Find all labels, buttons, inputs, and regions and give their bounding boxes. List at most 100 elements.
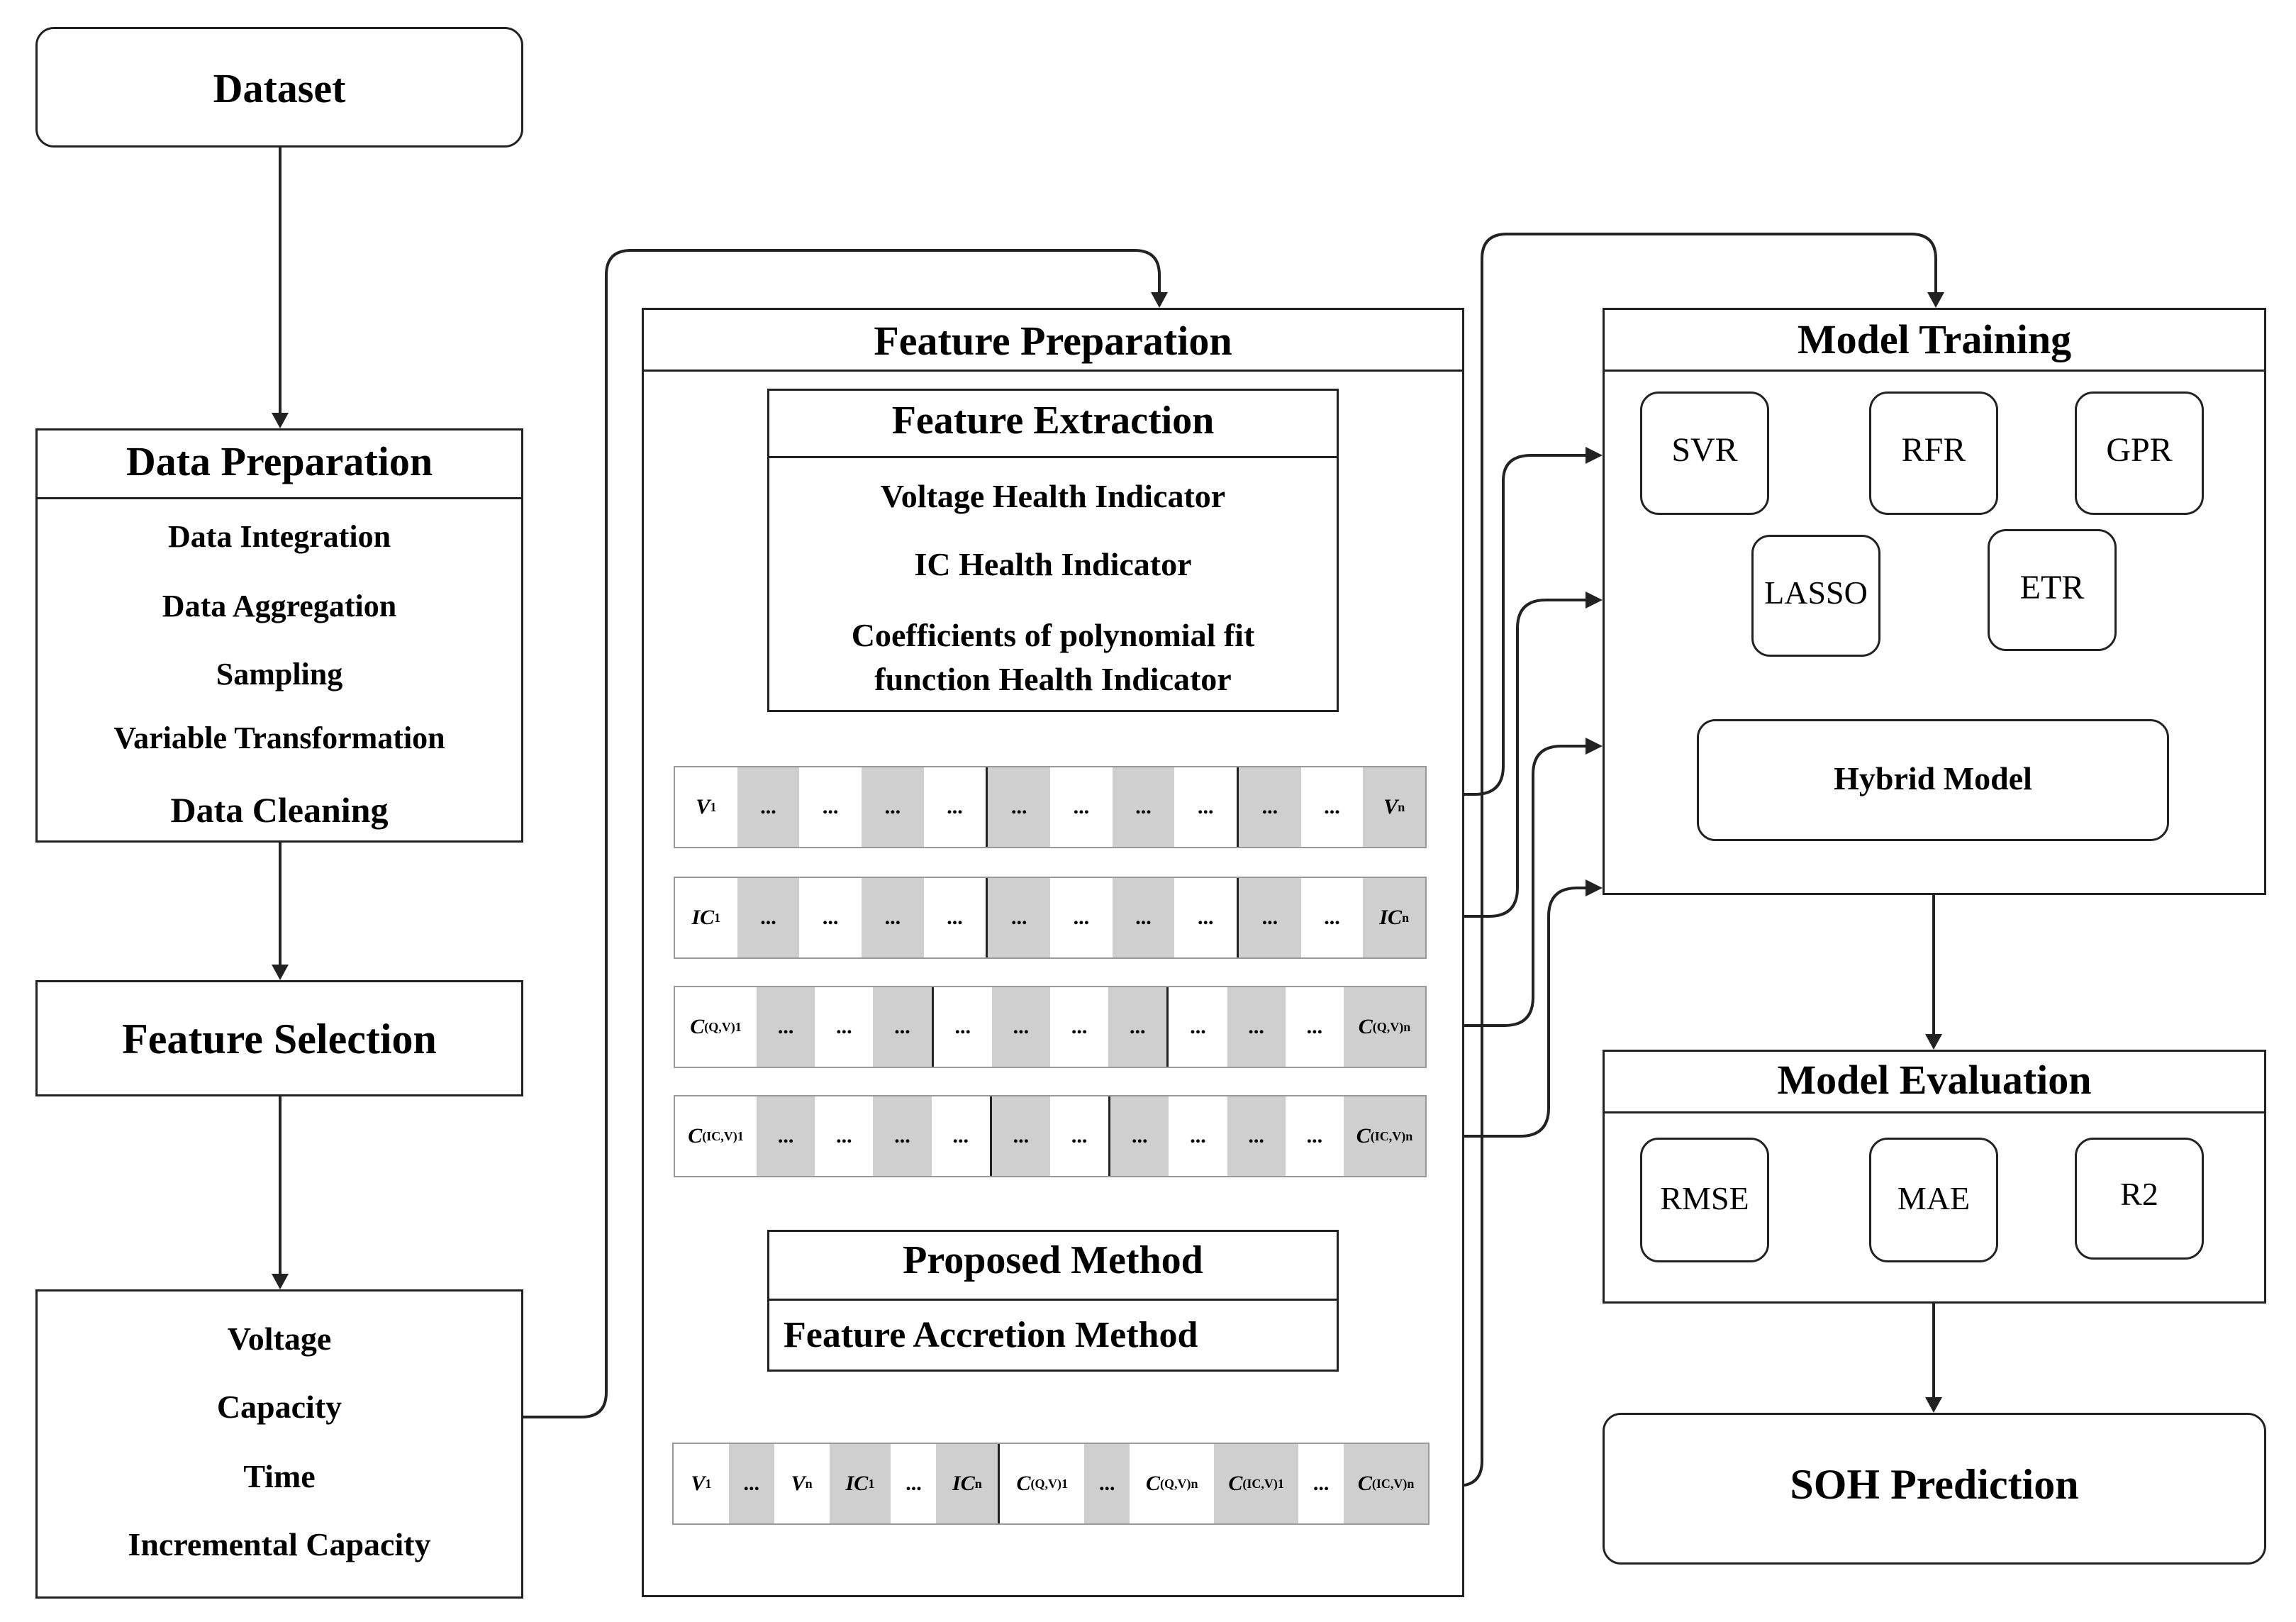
rmse-metric: RMSE (1640, 1138, 1769, 1262)
vector-cell-last: C(IC,V)n (1343, 1096, 1425, 1176)
vector-cell: ... (931, 987, 992, 1067)
divider (769, 456, 1337, 458)
vector-cell-last: C(Q,V)n (1343, 987, 1425, 1067)
arrowhead (272, 965, 289, 980)
vector-cell: ... (1306, 1124, 1323, 1148)
vector-cell: ... (1071, 1015, 1088, 1038)
prep-item: Variable Transformation (113, 721, 445, 755)
feature-selection-label: Feature Selection (122, 1016, 437, 1062)
vector-cell: ... (1324, 906, 1340, 929)
mae-metric: MAE (1869, 1138, 1998, 1262)
prep-item: Data Integration (167, 519, 391, 554)
vector-cell: ... (822, 795, 839, 818)
extraction-item: function Health Indicator (874, 661, 1232, 697)
combined-cell: C(Q,V)1 (998, 1444, 1084, 1523)
vector-cell: ... (1197, 906, 1214, 929)
arrow-features-to-feature-preparation (523, 249, 1161, 1418)
vector-cell: ... (986, 878, 1051, 957)
extraction-item: Voltage Health Indicator (880, 478, 1226, 514)
combined-cell: ... (905, 1472, 922, 1495)
vector-cell: ... (836, 1015, 852, 1038)
vector-cell: ... (1227, 987, 1286, 1067)
vector-cell-first: C(Q,V)1 (690, 1015, 742, 1038)
proposed-method-subtitle: Feature Accretion Method (784, 1315, 1198, 1355)
rfr-model: RFR (1869, 391, 1998, 515)
divider (1605, 1111, 2264, 1113)
extraction-item: IC Health Indicator (914, 546, 1192, 582)
arrowhead (1586, 879, 1603, 896)
cicv-vector: C(IC,V)1 ... ... ... ... ... ... ... ...… (674, 1095, 1427, 1177)
mae-label: MAE (1897, 1180, 1971, 1216)
vector-cell-first: C(IC,V)1 (688, 1124, 744, 1148)
combined-cell: C(IC,V)n (1344, 1444, 1429, 1523)
combined-cell: ... (1084, 1444, 1130, 1523)
arrow-ic-to-training (1443, 599, 1588, 918)
vector-cell: ... (873, 1096, 932, 1176)
vector-cell: ... (947, 906, 963, 929)
vector-cell: ... (836, 1124, 852, 1148)
r2-metric: R2 (2075, 1138, 2204, 1260)
feature-item: Time (243, 1458, 316, 1494)
rfr-label: RFR (1901, 431, 1966, 469)
vector-cell: ... (1324, 795, 1340, 818)
dataset-box: Dataset (35, 27, 523, 148)
feature-item: Capacity (216, 1389, 342, 1425)
combined-cell: ... (1313, 1472, 1330, 1495)
r2-label: R2 (2120, 1176, 2158, 1212)
raw-features-box: Voltage Capacity Time Incremental Capaci… (35, 1289, 523, 1599)
vector-cell: ... (737, 767, 800, 847)
vector-cell: ... (1112, 767, 1175, 847)
model-training-title: Model Training (1797, 316, 2072, 362)
vector-cell: ... (989, 1096, 1050, 1176)
arrowhead (1586, 591, 1603, 609)
arrow-cicv-to-training (1443, 887, 1588, 1138)
prep-item: Data Aggregation (162, 589, 397, 623)
data-preparation-box: Data Preparation Data Integration Data A… (35, 428, 523, 843)
vector-cell: ... (1071, 1124, 1088, 1148)
arrowhead (272, 413, 289, 428)
arrowhead (1151, 292, 1168, 308)
proposed-method-title: Proposed Method (903, 1238, 1203, 1282)
cqv-vector: C(Q,V)1 ... ... ... ... ... ... ... ... … (674, 986, 1427, 1068)
divider (769, 1299, 1337, 1301)
vector-cell: ... (952, 1124, 969, 1148)
vector-cell: ... (1227, 1096, 1286, 1176)
vector-cell: ... (1237, 767, 1301, 847)
vector-cell: ... (1073, 795, 1090, 818)
feature-item: Voltage (227, 1321, 332, 1357)
vector-cell: ... (737, 878, 800, 957)
svr-model: SVR (1640, 391, 1769, 515)
vector-cell: ... (986, 767, 1051, 847)
arrowhead (1927, 292, 1944, 308)
vector-cell: ... (757, 1096, 815, 1176)
feature-item: Incremental Capacity (128, 1526, 431, 1562)
vector-cell: ... (1112, 878, 1175, 957)
divider (1605, 370, 2264, 372)
soh-prediction-label: SOH Prediction (1790, 1461, 2079, 1508)
prep-item: Data Cleaning (170, 790, 389, 830)
vector-cell: ... (1166, 987, 1227, 1067)
data-preparation-title: Data Preparation (126, 438, 433, 484)
hybrid-model-label: Hybrid Model (1834, 760, 2032, 796)
vector-cell: ... (1306, 1015, 1323, 1038)
vector-cell: ... (757, 987, 815, 1067)
vector-cell: ... (862, 878, 924, 957)
arrow-v-to-training (1443, 454, 1588, 796)
prep-item: Sampling (216, 657, 343, 691)
lasso-model: LASSO (1751, 535, 1880, 657)
soh-prediction-box: SOH Prediction (1603, 1413, 2266, 1565)
arrowhead (1586, 738, 1603, 755)
proposed-method-box: Proposed Method Feature Accretion Method (767, 1230, 1339, 1372)
lasso-label: LASSO (1764, 574, 1868, 611)
feature-extraction-title: Feature Extraction (891, 399, 1215, 443)
rmse-label: RMSE (1660, 1180, 1749, 1216)
vector-cell: ... (1237, 878, 1301, 957)
